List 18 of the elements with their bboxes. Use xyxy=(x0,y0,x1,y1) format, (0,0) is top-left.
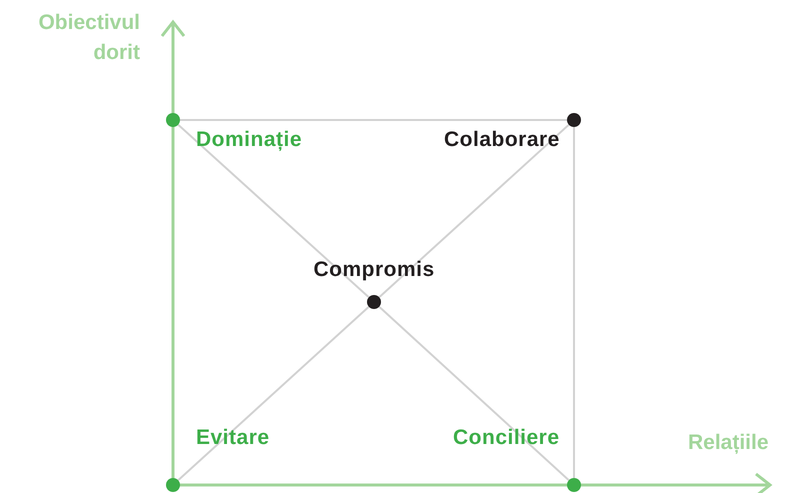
style-label: Colaborare xyxy=(444,128,560,152)
style-label: Compromis xyxy=(314,258,435,282)
connector-line xyxy=(573,127,575,478)
point-marker xyxy=(166,113,180,127)
axis-label: Obiectivul dorit xyxy=(37,10,140,66)
connector-line xyxy=(378,306,570,482)
point-marker xyxy=(367,295,381,309)
style-label: Dominație xyxy=(196,128,302,152)
point-marker xyxy=(567,113,581,127)
point-marker xyxy=(567,478,581,492)
style-label: Conciliere xyxy=(453,426,560,450)
style-label: Evitare xyxy=(196,426,270,450)
connector-line xyxy=(178,306,370,482)
axis-label: Relațiile xyxy=(688,430,770,456)
connector-line xyxy=(178,124,370,298)
point-marker xyxy=(166,478,180,492)
connector-line xyxy=(180,119,567,121)
connector-line xyxy=(378,124,570,298)
